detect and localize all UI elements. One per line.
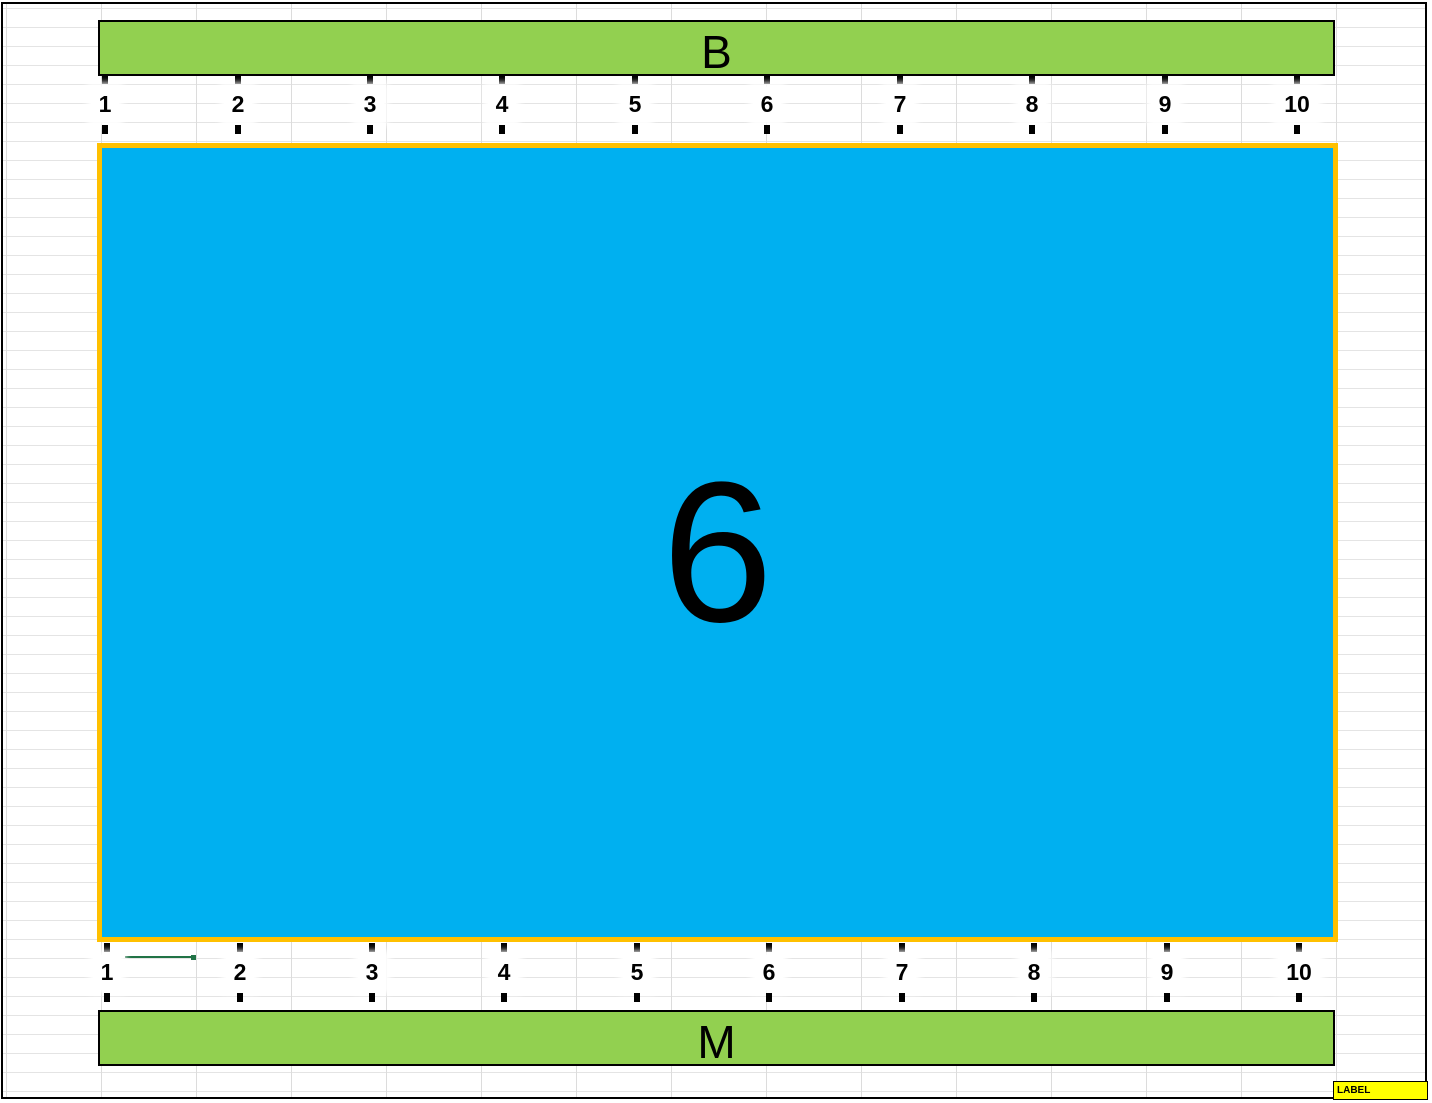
bottom-marker: 1 bbox=[72, 943, 142, 1002]
tick-mark bbox=[764, 125, 770, 134]
tick-mark bbox=[1296, 993, 1302, 1002]
tick-mark bbox=[766, 993, 772, 1002]
tick-mark bbox=[237, 943, 243, 952]
tick-mark bbox=[764, 75, 770, 84]
bottom-marker: 4 bbox=[469, 943, 539, 1002]
top-marker-number: 2 bbox=[223, 87, 253, 122]
tick-mark bbox=[104, 993, 110, 1002]
bottom-marker: 6 bbox=[734, 943, 804, 1002]
tick-mark bbox=[1164, 993, 1170, 1002]
tick-mark bbox=[1164, 943, 1170, 952]
top-marker: 9 bbox=[1130, 75, 1200, 134]
tick-mark bbox=[367, 75, 373, 84]
top-marker: 8 bbox=[997, 75, 1067, 134]
tick-mark bbox=[1296, 943, 1302, 952]
tick-mark bbox=[1162, 125, 1168, 134]
top-marker-number: 5 bbox=[620, 87, 650, 122]
top-marker: 2 bbox=[203, 75, 273, 134]
top-bar-label: B bbox=[701, 26, 732, 78]
bottom-marker-number: 4 bbox=[489, 955, 519, 990]
top-marker-number: 8 bbox=[1017, 87, 1047, 122]
top-bar: B bbox=[98, 20, 1335, 76]
bottom-marker-number: 5 bbox=[622, 955, 652, 990]
top-marker-number: 3 bbox=[355, 87, 385, 122]
bottom-marker-number: 10 bbox=[1278, 955, 1320, 990]
cell-selection-cursor bbox=[125, 955, 196, 960]
tick-mark bbox=[501, 943, 507, 952]
tick-mark bbox=[1031, 993, 1037, 1002]
tick-mark bbox=[766, 943, 772, 952]
top-marker: 10 bbox=[1262, 75, 1332, 134]
tick-mark bbox=[235, 75, 241, 84]
top-marker: 4 bbox=[467, 75, 537, 134]
tick-mark bbox=[499, 125, 505, 134]
bottom-marker-number: 1 bbox=[92, 955, 122, 990]
tick-mark bbox=[235, 125, 241, 134]
tick-mark bbox=[1162, 75, 1168, 84]
bottom-marker: 2 bbox=[205, 943, 275, 1002]
tick-mark bbox=[369, 993, 375, 1002]
top-marker: 3 bbox=[335, 75, 405, 134]
top-marker: 5 bbox=[600, 75, 670, 134]
top-marker-number: 4 bbox=[487, 87, 517, 122]
top-marker-number: 10 bbox=[1276, 87, 1318, 122]
bottom-marker: 10 bbox=[1264, 943, 1334, 1002]
bottom-bar-label: M bbox=[697, 1016, 736, 1068]
bottom-marker: 9 bbox=[1132, 943, 1202, 1002]
tick-mark bbox=[499, 75, 505, 84]
tick-mark bbox=[634, 943, 640, 952]
tick-mark bbox=[899, 943, 905, 952]
top-marker-number: 6 bbox=[752, 87, 782, 122]
bottom-marker: 8 bbox=[999, 943, 1069, 1002]
bottom-marker: 3 bbox=[337, 943, 407, 1002]
bottom-marker: 5 bbox=[602, 943, 672, 1002]
tick-mark bbox=[237, 993, 243, 1002]
tick-mark bbox=[634, 993, 640, 1002]
tick-mark bbox=[897, 125, 903, 134]
bottom-marker: 7 bbox=[867, 943, 937, 1002]
top-marker-number: 1 bbox=[90, 87, 120, 122]
tick-mark bbox=[632, 125, 638, 134]
tick-mark bbox=[501, 993, 507, 1002]
top-marker-number: 9 bbox=[1150, 87, 1180, 122]
field-label: 6 bbox=[661, 440, 774, 664]
tick-mark bbox=[632, 75, 638, 84]
tick-mark bbox=[1031, 943, 1037, 952]
tick-mark bbox=[1294, 75, 1300, 84]
central-field: 6 bbox=[97, 143, 1338, 942]
bottom-marker-number: 8 bbox=[1019, 955, 1049, 990]
bottom-marker-number: 2 bbox=[225, 955, 255, 990]
tick-mark bbox=[369, 943, 375, 952]
tick-mark bbox=[899, 993, 905, 1002]
tick-mark bbox=[367, 125, 373, 134]
tick-mark bbox=[1029, 125, 1035, 134]
tick-mark bbox=[104, 943, 110, 952]
corner-label-tag: LABEL bbox=[1333, 1081, 1428, 1100]
bottom-marker-number: 6 bbox=[754, 955, 784, 990]
bottom-marker-number: 9 bbox=[1152, 955, 1182, 990]
tick-mark bbox=[102, 75, 108, 84]
top-marker-number: 7 bbox=[885, 87, 915, 122]
bottom-marker-number: 7 bbox=[887, 955, 917, 990]
bottom-bar: M bbox=[98, 1010, 1335, 1066]
tick-mark bbox=[1294, 125, 1300, 134]
top-marker: 7 bbox=[865, 75, 935, 134]
top-marker: 1 bbox=[70, 75, 140, 134]
tick-mark bbox=[102, 125, 108, 134]
tick-mark bbox=[1029, 75, 1035, 84]
bottom-marker-number: 3 bbox=[357, 955, 387, 990]
top-marker: 6 bbox=[732, 75, 802, 134]
tick-mark bbox=[897, 75, 903, 84]
